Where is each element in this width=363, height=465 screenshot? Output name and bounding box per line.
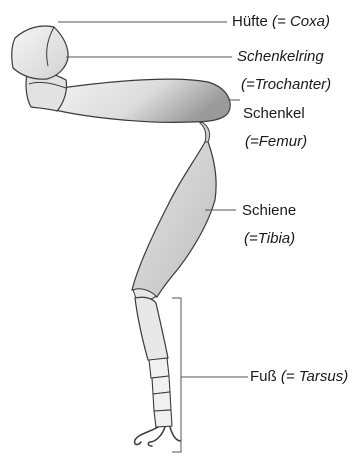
- claws: [135, 427, 180, 446]
- tarsus-segment-2: [149, 358, 169, 378]
- tarsus-bracket: [172, 298, 181, 452]
- coxa-name: Hüfte: [232, 13, 268, 30]
- knee-joint: [200, 122, 210, 142]
- tarsus-segment-3: [152, 376, 170, 394]
- tarsus-latin: (= Tarsus): [281, 368, 348, 385]
- tarsus-label: Fuß (= Tarsus): [250, 368, 348, 386]
- tibia-name: Schiene: [242, 202, 296, 220]
- coxa-label: Hüfte (= Coxa): [232, 13, 330, 31]
- femur-segment: [48, 79, 230, 122]
- tibia-segment: [132, 139, 216, 297]
- tibia-latin: (=Tibia): [244, 230, 295, 248]
- trochanter-name: Schenkelring: [237, 48, 324, 66]
- coxa-latin: (= Coxa): [272, 13, 330, 30]
- femur-name: Schenkel: [243, 105, 305, 123]
- tarsus-segment-4: [153, 392, 171, 411]
- femur-latin: (=Femur): [245, 133, 307, 151]
- tarsus-name: Fuß: [250, 368, 277, 385]
- coxa-segment: [12, 26, 68, 79]
- tarsus-segment-5: [154, 410, 172, 427]
- tarsus-segment-1: [135, 297, 168, 362]
- trochanter-latin: (=Trochanter): [241, 76, 331, 94]
